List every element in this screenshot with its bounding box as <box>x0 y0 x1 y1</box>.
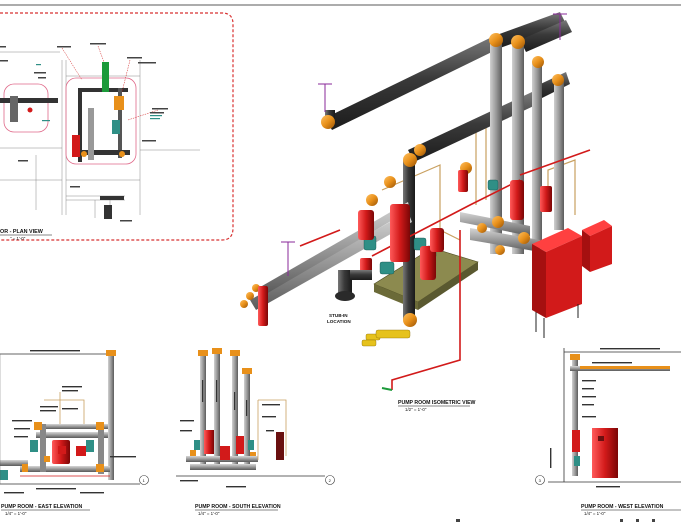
south-elevation-scale: 1/4" = 1'-0" <box>198 511 220 516</box>
isometric-view-title: PUMP ROOM ISOMETRIC VIEW <box>398 400 476 406</box>
east-elevation-title: PUMP ROOM - EAST ELEVATION <box>1 504 83 510</box>
east-elevation-scale: 1/4" = 1'-0" <box>5 511 27 516</box>
fire-pump <box>390 204 410 262</box>
stub-in-label-line2: LOCATION <box>327 319 351 324</box>
transfer-switch <box>582 220 612 272</box>
west-controller <box>592 428 618 478</box>
south-elevation-title: PUMP ROOM - SOUTH ELEVATION <box>195 504 281 510</box>
east-elevation: 1 PUMP ROOM - EAST ELEVATION 1/4" = 1'-0… <box>0 350 149 516</box>
stub-in-label-line1: STUB-IN <box>329 313 348 318</box>
riser-3 <box>532 62 542 244</box>
south-elevation: 2 PUMP ROOM - SOUTH ELEVATION 1/4" = 1'-… <box>176 348 335 516</box>
plan-view-title: OR - PLAN VIEW <box>0 229 44 235</box>
pump-controller <box>532 228 582 338</box>
west-elevation-title: PUMP ROOM - WEST ELEVATION <box>581 504 664 510</box>
plan-view: OR - PLAN VIEW " = 1'-0" <box>0 13 233 241</box>
header-pipe-upper <box>325 36 500 130</box>
stub-in-elbow <box>335 270 372 301</box>
west-elevation: 3 PUMP ROOM - WEST ELEVATION 1/4" = 1'-0… <box>536 348 681 516</box>
riser-4 <box>554 80 564 230</box>
west-elevation-scale: 1/4" = 1'-0" <box>584 511 606 516</box>
plan-view-scale: " = 1'-0" <box>10 236 26 241</box>
isometric-view-scale: 1/2" = 1'-0" <box>405 407 427 412</box>
isometric-view: STUB-IN LOCATION PUMP ROOM ISOMETRIC VIE… <box>240 12 612 412</box>
